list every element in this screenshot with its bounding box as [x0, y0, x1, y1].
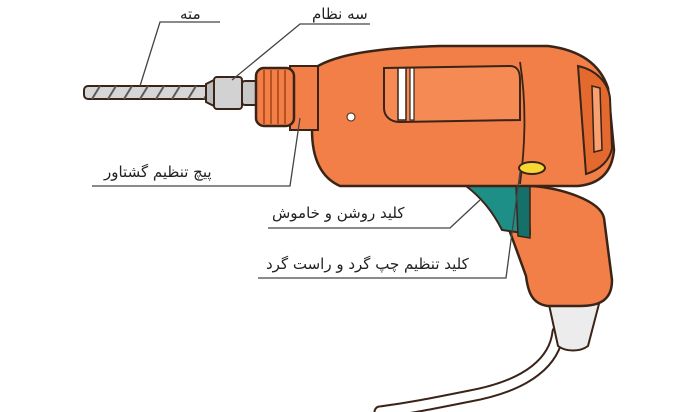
reverse-button	[518, 161, 546, 175]
leader-torque	[92, 117, 301, 187]
drill-bit	[83, 85, 215, 100]
vent-slot-1	[397, 67, 407, 121]
chuck	[205, 76, 259, 110]
leader-bit	[139, 21, 220, 87]
label-bit: مته	[180, 5, 201, 23]
power-cord-inner	[375, 327, 563, 412]
torque-ring	[254, 66, 296, 128]
leader-trigger	[268, 199, 481, 229]
screw-dot	[346, 112, 356, 122]
label-torque: پیچ تنظیم گشتاور	[104, 163, 212, 181]
rear-vents	[591, 85, 603, 153]
cord-strain-relief	[546, 299, 602, 352]
side-panel	[383, 64, 521, 124]
label-chuck: سه نظام	[312, 5, 368, 23]
vent-slot-2	[409, 67, 415, 121]
label-reverse: کلید تنظیم چپ گرد و راست گرد	[266, 255, 469, 273]
leader-chuck	[231, 23, 370, 81]
label-trigger: کلید روشن و خاموش	[272, 204, 405, 222]
trigger-guard	[515, 185, 531, 239]
leader-reverse	[258, 171, 521, 279]
